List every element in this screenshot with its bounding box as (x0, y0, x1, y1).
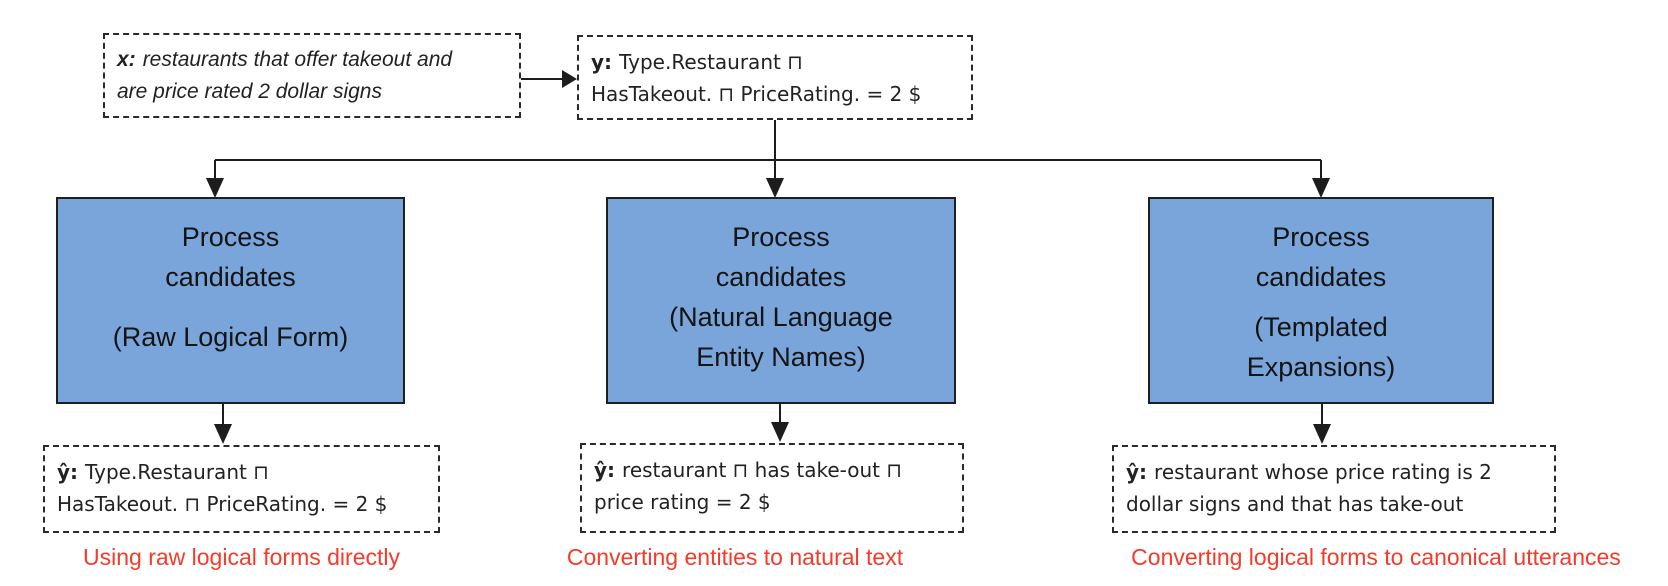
output-label: ŷ: (594, 458, 616, 482)
arrow-process-to-output-left-head (214, 424, 232, 444)
arrow-process-to-output-right-head (1313, 424, 1331, 444)
output-text-line1: Type.Restaurant ⊓ (85, 460, 269, 484)
output-line-1: ŷ:restaurant whose price rating is 2 (1126, 456, 1542, 488)
caption-natural-language-entity-names: Converting entities to natural text (566, 544, 904, 570)
output-line-2: dollar signs and that has take-out (1126, 492, 1464, 516)
process-box-templated-expansions: Process candidates (Templated Expansions… (1148, 197, 1494, 404)
caption-templated-expansions: Converting logical forms to canonical ut… (1131, 544, 1621, 570)
output-line-2: price rating = 2 $ (594, 490, 771, 514)
input-utterance-box: x: restaurants that offer takeout and are… (103, 33, 521, 118)
branch-right-drop-line (1320, 160, 1322, 180)
input-text-line1: restaurants that offer takeout and (142, 48, 453, 71)
process-title-line1: Process (1272, 222, 1370, 252)
arrow-input-to-target-head (562, 70, 577, 88)
process-title-line1: Process (732, 222, 830, 252)
output-box-natural-language-entity-names: ŷ:restaurant ⊓ has take-out ⊓ price rati… (580, 443, 964, 533)
process-subtitle-line2: Entity Names) (696, 342, 866, 372)
output-text-line1: restaurant whose price rating is 2 (1154, 460, 1492, 484)
process-subtitle-line1: (Natural Language (669, 302, 893, 332)
process-title-line1: Process (181, 222, 280, 252)
target-label: y: (591, 50, 613, 74)
output-box-raw-logical-form: ŷ:Type.Restaurant ⊓ HasTakeout. ⊓ PriceR… (43, 445, 440, 533)
arrow-process-to-output-right-line (1321, 404, 1323, 426)
output-box-templated-expansions: ŷ:restaurant whose price rating is 2 dol… (1112, 445, 1556, 533)
target-text-line1: Type.Restaurant ⊓ (619, 50, 803, 74)
output-label: ŷ: (1126, 460, 1148, 484)
target-line-1: y:Type.Restaurant ⊓ (591, 46, 959, 78)
process-title: Process candidates (716, 217, 847, 297)
branch-left-drop-line (214, 160, 216, 180)
process-subtitle: (Natural Language Entity Names) (669, 297, 893, 377)
output-text-line1: restaurant ⊓ has take-out ⊓ (622, 458, 902, 482)
connector-horizontal-line (215, 159, 1321, 161)
process-title-line2: candidates (715, 262, 847, 292)
process-subtitle: (Templated Expansions) (1247, 307, 1396, 387)
arrow-process-to-output-left-line (222, 404, 224, 426)
arrow-process-to-output-center-head (771, 422, 789, 442)
caption-raw-logical-form: Using raw logical forms directly (83, 544, 400, 570)
arrow-branch-center-head (766, 178, 784, 198)
arrow-branch-left-head (206, 178, 224, 198)
output-line-1: ŷ:restaurant ⊓ has take-out ⊓ (594, 454, 950, 486)
process-title: Process candidates (1256, 217, 1387, 297)
process-box-raw-logical-form: Process candidates (Raw Logical Form) (56, 197, 405, 404)
process-subtitle-line1: (Raw Logical Form) (112, 322, 349, 352)
process-title-line2: candidates (1255, 262, 1387, 292)
output-line-2: HasTakeout. ⊓ PriceRating. = 2 $ (57, 492, 388, 516)
process-subtitle-line2: Expansions) (1246, 352, 1396, 382)
process-title: Process candidates (165, 217, 296, 297)
target-line-2: HasTakeout. ⊓ PriceRating. = 2 $ (591, 82, 922, 106)
arrow-process-to-output-center-line (779, 403, 781, 423)
input-line-2: are price rated 2 dollar signs (117, 80, 382, 103)
output-label: ŷ: (57, 460, 79, 484)
arrow-branch-right-head (1312, 178, 1330, 198)
connector-trunk-line (774, 120, 776, 180)
input-label: x: (117, 48, 136, 71)
process-subtitle: (Raw Logical Form) (113, 317, 349, 357)
arrow-input-to-target-line (521, 78, 564, 80)
input-line-1: x: restaurants that offer takeout and (117, 44, 507, 76)
process-subtitle-line1: (Templated (1254, 312, 1388, 342)
process-title-line2: candidates (165, 262, 296, 292)
output-line-1: ŷ:Type.Restaurant ⊓ (57, 456, 426, 488)
process-box-natural-language-entity-names: Process candidates (Natural Language Ent… (606, 197, 956, 404)
target-logical-form-box: y:Type.Restaurant ⊓ HasTakeout. ⊓ PriceR… (577, 35, 973, 120)
